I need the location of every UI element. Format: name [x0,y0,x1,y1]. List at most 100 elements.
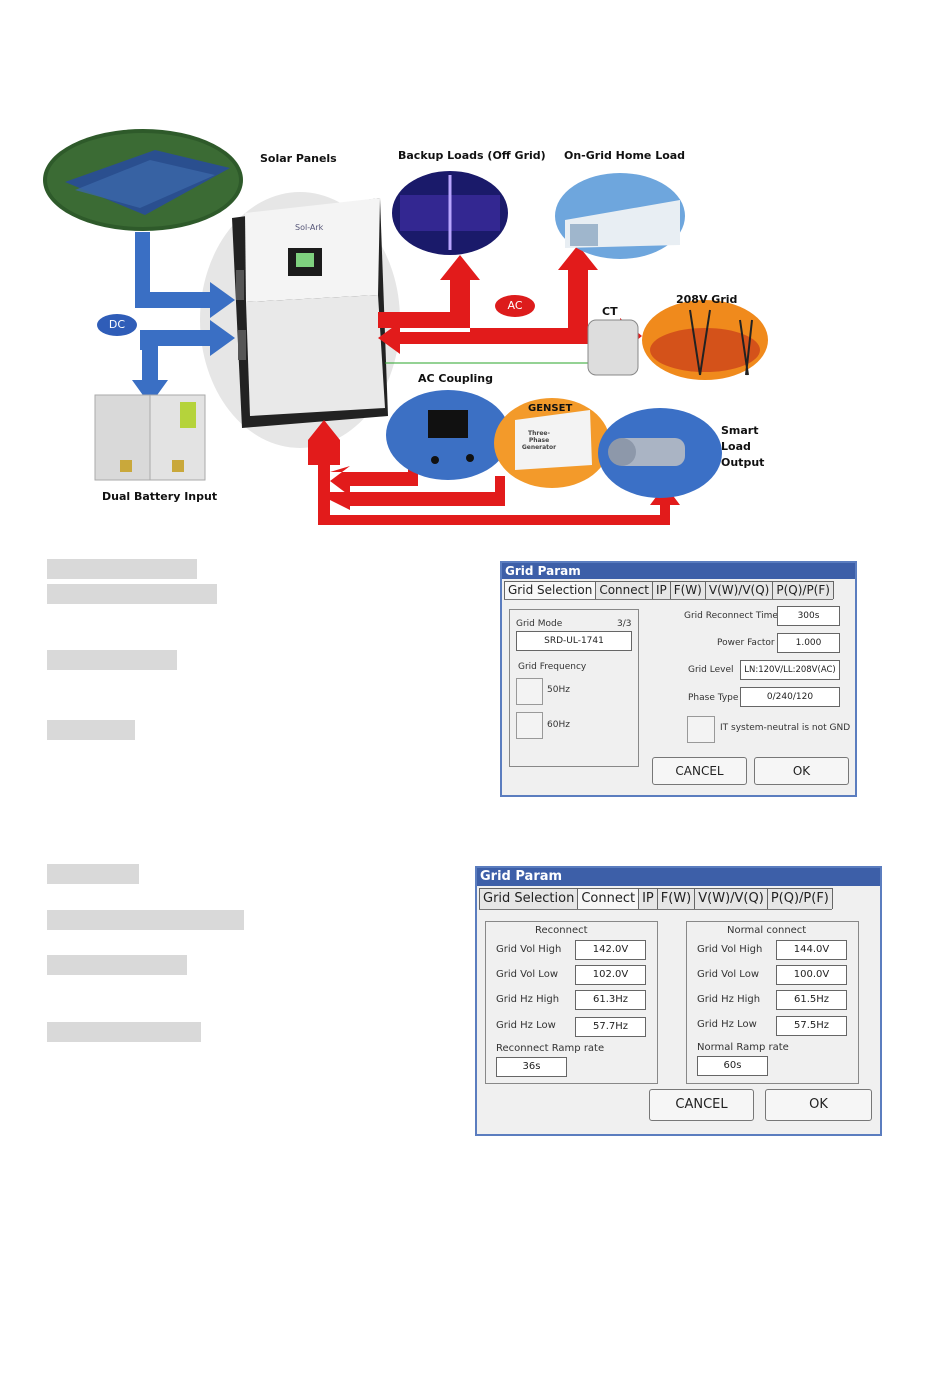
genset-label: GENSET [528,403,573,414]
svg-text:Sol-Ark: Sol-Ark [295,223,324,232]
normal-vol-low-label: Grid Vol Low [697,969,759,980]
ok-button[interactable]: OK [754,757,849,785]
redacted-text [47,650,177,670]
smart-load-label: Smart Load Output [721,424,765,469]
dual-battery-label: Dual Battery Input [102,490,218,503]
genset-image [494,398,610,488]
redacted-text [47,1022,201,1042]
phase-type-select[interactable]: 0/240/120 [740,687,840,707]
tab-vw-vq[interactable]: V(W)/V(Q) [694,888,768,909]
freq-60hz-label: 60Hz [547,720,570,730]
reconnect-vol-low-label: Grid Vol Low [496,969,558,980]
ct-label: CT [602,305,618,318]
reconnect-hz-low-label: Grid Hz Low [496,1020,556,1031]
normal-vol-high-label: Grid Vol High [697,944,763,955]
cancel-button[interactable]: CANCEL [649,1089,754,1121]
freq-50hz-label: 50Hz [547,685,570,695]
tab-ip[interactable]: IP [651,581,671,599]
normal-vol-low-input[interactable]: 100.0V [776,965,847,985]
dc-arrows [132,232,235,405]
system-diagram: Sol-Ark [40,120,880,540]
reconnect-time-input[interactable]: 300s [777,606,840,626]
normal-hz-low-input[interactable]: 57.5Hz [776,1016,847,1036]
grid-mode-index: 3/3 [617,619,632,629]
home-load-label: On-Grid Home Load [564,149,686,162]
tab-vw-vq[interactable]: V(W)/V(Q) [704,581,774,599]
dialog-title: Grid Param [477,868,880,886]
grid-mode-panel [509,609,639,767]
tab-ip[interactable]: IP [638,888,658,909]
freq-50hz-checkbox[interactable] [516,678,543,705]
ac-badge: AC [495,295,535,317]
tab-fw[interactable]: F(W) [669,581,706,599]
tab-grid-selection[interactable]: Grid Selection [479,888,579,909]
grid-level-select[interactable]: LN:120V/LL:208V(AC) [740,660,840,680]
grid-level-label: Grid Level [688,665,734,675]
grid-208v-label: 208V Grid [676,293,738,306]
ct-image [587,319,639,376]
solar-panels-image [43,129,243,231]
grid-mode-label: Grid Mode [516,619,563,629]
reconnect-hz-high-label: Grid Hz High [496,994,560,1005]
ac-coupling-image [386,390,510,480]
normal-connect-title: Normal connect [727,925,807,936]
normal-hz-low-label: Grid Hz Low [697,1019,757,1030]
tab-bar: Grid Selection Connect IP F(W) V(W)/V(Q)… [504,581,834,600]
phase-type-label: Phase Type [688,693,739,703]
tab-connect[interactable]: Connect [577,888,640,909]
home-load-image [555,173,685,259]
tab-connect[interactable]: Connect [595,581,653,599]
reconnect-vol-high-input[interactable]: 142.0V [575,940,646,960]
cancel-button[interactable]: CANCEL [652,757,747,785]
grid-208v-image [642,300,768,380]
tab-pq-pf[interactable]: P(Q)/P(F) [766,888,833,909]
ac-arrows [308,245,680,525]
backup-loads-label: Backup Loads (Off Grid) [398,149,546,162]
tab-pq-pf[interactable]: P(Q)/P(F) [772,581,834,599]
redacted-text [47,864,139,884]
tab-grid-selection[interactable]: Grid Selection [504,581,597,599]
grid-param-dialog-selection: Grid Param Grid Selection Connect IP F(W… [500,561,857,797]
dc-badge: DC [97,314,137,336]
grid-frequency-label: Grid Frequency [518,662,587,672]
reconnect-title: Reconnect [535,925,588,936]
redacted-text [47,720,135,740]
reconnect-panel [485,921,658,1084]
solar-panels-label: Solar Panels [260,152,337,165]
reconnect-ramp-input[interactable]: 36s [496,1057,567,1077]
dual-battery-image [94,394,206,481]
it-system-checkbox[interactable] [687,716,715,743]
normal-hz-high-label: Grid Hz High [697,994,761,1005]
power-factor-input[interactable]: 1.000 [777,633,840,653]
normal-connect-panel [686,921,859,1084]
it-system-label: IT system-neutral is not GND [720,723,851,733]
freq-60hz-checkbox[interactable] [516,712,543,739]
tab-fw[interactable]: F(W) [656,888,696,909]
normal-ramp-input[interactable]: 60s [697,1056,768,1076]
reconnect-vol-high-label: Grid Vol High [496,944,562,955]
reconnect-hz-high-input[interactable]: 61.3Hz [575,990,646,1010]
ac-coupling-label: AC Coupling [418,372,493,385]
redacted-text [47,910,244,930]
reconnect-time-label: Grid Reconnect Time [684,611,778,621]
tab-bar: Grid Selection Connect IP F(W) V(W)/V(Q)… [479,888,833,910]
redacted-text [47,584,217,604]
normal-ramp-label: Normal Ramp rate [697,1042,789,1053]
normal-vol-high-input[interactable]: 144.0V [776,940,847,960]
power-factor-label: Power Factor [717,638,775,648]
backup-loads-image [392,171,508,255]
redacted-text [47,559,197,579]
grid-param-dialog-connect: Grid Param Grid Selection Connect IP F(W… [475,866,882,1136]
normal-hz-high-input[interactable]: 61.5Hz [776,990,847,1010]
dialog-title: Grid Param [502,563,855,579]
genset-caption: Three-Phase Generator [521,430,557,451]
smart-load-image [598,408,722,498]
reconnect-vol-low-input[interactable]: 102.0V [575,965,646,985]
reconnect-hz-low-input[interactable]: 57.7Hz [575,1017,646,1037]
grid-mode-select[interactable]: SRD-UL-1741 [516,631,632,651]
ok-button[interactable]: OK [765,1089,872,1121]
inverter-image: Sol-Ark [232,198,388,428]
reconnect-ramp-label: Reconnect Ramp rate [496,1043,605,1054]
redacted-text [47,955,187,975]
diagram-graphics: Sol-Ark [43,129,768,525]
